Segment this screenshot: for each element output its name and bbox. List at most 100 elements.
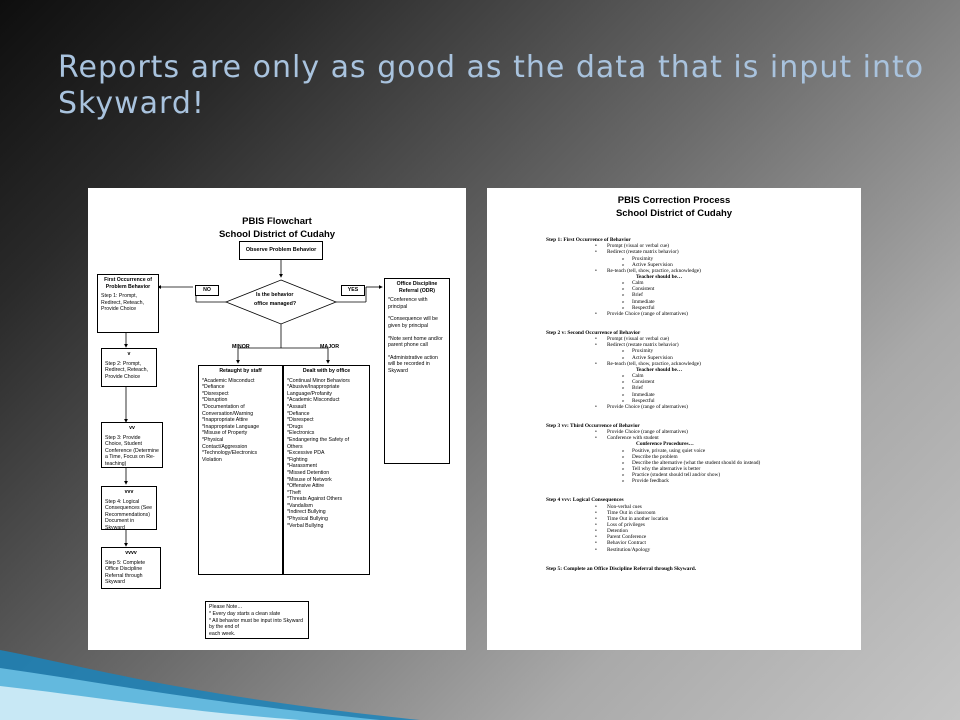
behavior-item: *Physical — [202, 436, 224, 443]
first-occurrence-heading: First Occurrence of Problem Behavior — [104, 277, 152, 290]
step-item: Immediate — [622, 299, 655, 305]
step4-mark: vvv — [124, 489, 134, 495]
step-item: Conference Procedures… — [636, 441, 694, 448]
step3-text: Step 3: Provide Choice, Student Conferen… — [105, 434, 159, 467]
step5-text: Step 5: Complete Office Discipline Refer… — [105, 559, 146, 586]
step-heading: Step 1: First Occurrence of Behavior — [546, 237, 631, 243]
behavior-item: *Disrespect — [202, 390, 229, 397]
step4-text: Step 4: Logical Consequences (See Recomm… — [105, 498, 153, 531]
step-item: Provide Choice (range of alternatives) — [595, 404, 688, 410]
behavior-item: *Technology/Electronics — [202, 450, 258, 457]
behavior-item: Conversation/Warning — [202, 410, 254, 417]
decision-text-2: office managed? — [254, 301, 297, 307]
step-item: Prompt (visual or verbal cue) — [595, 243, 669, 249]
staff-heading: Retaught by staff — [219, 368, 262, 374]
flowchart-subtitle: School District of Cudahy — [218, 229, 336, 240]
step-item: Describe the problem — [622, 454, 678, 460]
behavior-item: *Theft — [287, 489, 301, 496]
step-item: Consistent — [622, 379, 655, 385]
step-item: Non-verbal cues — [595, 504, 642, 510]
behavior-item: *Indirect Bullying — [287, 509, 326, 516]
note-line: * All behavior must be input into Skywar… — [209, 617, 303, 631]
step4-box: vvv Step 4: Logical Consequences (See Re… — [101, 486, 157, 531]
step2-mark: v — [127, 351, 131, 357]
step-item: Redirect (restate matrix behavior) — [595, 249, 679, 255]
retaught-by-staff-box: Retaught by staff *Academic Misconduct*D… — [198, 365, 283, 575]
step-heading: Step 4 vvv: Logical Consequences — [546, 497, 624, 504]
step-item: Respectful — [622, 398, 655, 404]
behavior-item: *Verbal Bullying — [287, 522, 324, 529]
minor-label: MINOR — [232, 344, 250, 350]
step-item: Restitution/Apology — [595, 547, 650, 553]
major-label: MAJOR — [320, 344, 340, 350]
step-item: Time Out in another location — [595, 516, 668, 522]
behavior-item: *Disrespect — [287, 417, 314, 424]
no-label: NO — [195, 285, 219, 296]
step-item: Redirect (restate matrix behavior) — [595, 342, 679, 348]
odr-item: *Administrative action will be recorded … — [388, 354, 438, 374]
step2-box: v Step 2: Prompt, Redirect, Reteach, Pro… — [101, 348, 157, 387]
step-item: Provide Choice (range of alternatives) — [595, 311, 688, 317]
behavior-item: *Disruption — [202, 397, 228, 404]
dealt-with-by-office-box: Dealt with by office *Continual Minor Be… — [283, 365, 370, 575]
step-item: Teacher should be… — [636, 273, 683, 280]
pbis-correction-process-document: PBIS Correction Process School District … — [487, 188, 861, 650]
step-item: Provide feedback — [622, 478, 669, 484]
step-item: Re-teach (tell, show, practice, acknowle… — [595, 268, 701, 274]
step-item: Describe the alternative (what the stude… — [622, 460, 760, 466]
step5-box: vvvv Step 5: Complete Office Discipline … — [101, 547, 161, 589]
slide-title: Reports are only as good as the data tha… — [58, 50, 925, 121]
yes-label: YES — [341, 285, 365, 296]
step-item: Brief — [622, 292, 643, 298]
behavior-item: *Documentation of — [202, 403, 245, 410]
behavior-item: *Inappropriate Language — [202, 423, 260, 430]
staff-behavior-list: *Academic Misconduct*Defiance*Disrespect… — [202, 378, 279, 464]
odr-item: *Conference with principal — [388, 297, 428, 310]
note-line: Please Note… — [209, 604, 243, 610]
behavior-item: *Vandalism — [287, 502, 313, 509]
step-item: Prompt (visual or verbal cue) — [595, 336, 669, 342]
behavior-item: *Harassment — [287, 463, 317, 470]
behavior-item: Others — [287, 443, 303, 450]
step-item: Provide Choice (range of alternatives) — [595, 429, 688, 435]
first-occurrence-box: First Occurrence of Problem Behavior Ste… — [97, 274, 159, 333]
observe-behavior-box: Observe Problem Behavior — [239, 241, 323, 260]
step-item: Calm — [622, 280, 644, 286]
step-item: Detention — [595, 528, 628, 534]
correction-title: PBIS Correction Process — [617, 195, 731, 206]
behavior-item: *Excessive PDA — [287, 450, 325, 457]
behavior-item: *Missed Detention — [287, 469, 330, 476]
first-occurrence-step: Step 1: Prompt, Redirect, Reteach, Provi… — [101, 293, 144, 313]
behavior-item: *Threats Against Others — [287, 496, 343, 503]
behavior-item: *Abusive/Inappropriate — [287, 384, 340, 391]
please-note-box: Please Note… * Every day starts a clean … — [205, 601, 309, 639]
note-line: each week. — [209, 631, 236, 638]
behavior-item: *Defiance — [287, 410, 310, 417]
behavior-item: *Defiance — [202, 384, 225, 391]
step-heading: Step 5: Complete an Office Discipline Re… — [546, 565, 697, 572]
step-item: Teacher should be… — [636, 366, 683, 373]
behavior-item: *Academic Misconduct — [287, 397, 340, 404]
step-item: Immediate — [622, 392, 655, 398]
note-line: * Every day starts a clean slate — [209, 610, 281, 617]
step-item: Brief — [622, 385, 643, 391]
step-item: Positive, private, using quiet voice — [622, 448, 705, 454]
odr-item: *Note sent home and/or parent phone call — [388, 335, 443, 349]
step-item: Behavior Contract — [595, 540, 646, 546]
decision-text-1: Is the behavior — [256, 292, 294, 298]
office-heading: Dealt with by office — [302, 368, 351, 374]
behavior-item: *Academic Misconduct — [202, 377, 255, 384]
flowchart-title: PBIS Flowchart — [242, 216, 312, 227]
behavior-item: *Fighting — [287, 456, 308, 463]
behavior-item: *Electronics — [287, 430, 315, 437]
step-item: Calm — [622, 373, 644, 379]
behavior-item: *Misuse of Network — [287, 476, 332, 483]
behavior-item: Language/Profanity — [287, 390, 332, 397]
correction-subtitle: School District of Cudahy — [615, 208, 733, 219]
odr-item: *Consequence will be given by principal — [388, 316, 438, 329]
step-item: Tell why the alternative is better — [622, 466, 700, 472]
flowchart-connectors — [124, 260, 383, 547]
office-behavior-list: *Continual Minor Behaviors*Abusive/Inapp… — [287, 378, 366, 530]
step-item: Conference with student — [595, 435, 659, 441]
behavior-item: *Physical Bullying — [287, 516, 328, 523]
